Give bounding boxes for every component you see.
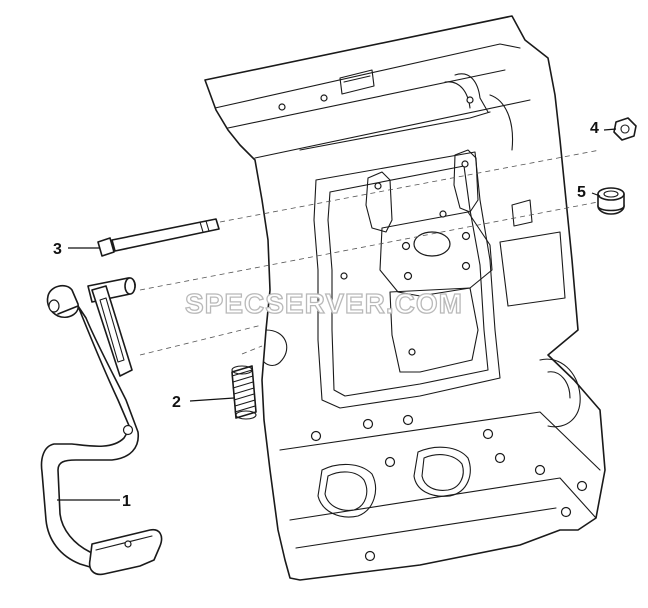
callout-2-leader — [189, 397, 235, 402]
callout-5-leader — [591, 192, 601, 197]
bolt-part-3 — [97, 218, 220, 257]
bushing-part-5 — [597, 187, 625, 215]
callout-4-label: 4 — [590, 120, 599, 137]
pedal-arm-part-1 — [40, 277, 163, 576]
callout-1-label: 1 — [122, 493, 131, 510]
spring-part-2 — [231, 365, 257, 420]
mounting-panel — [204, 15, 606, 581]
watermark-text: SPECSERVER.COM — [185, 288, 463, 319]
alignment-lines — [139, 149, 601, 356]
nut-part-4 — [613, 117, 637, 141]
callout-4-leader — [603, 128, 617, 131]
callout-5-label: 5 — [577, 184, 586, 201]
callout-2-label: 2 — [172, 394, 181, 411]
callout-3-label: 3 — [53, 241, 62, 258]
callouts: 1 2 3 4 5 — [53, 120, 617, 510]
